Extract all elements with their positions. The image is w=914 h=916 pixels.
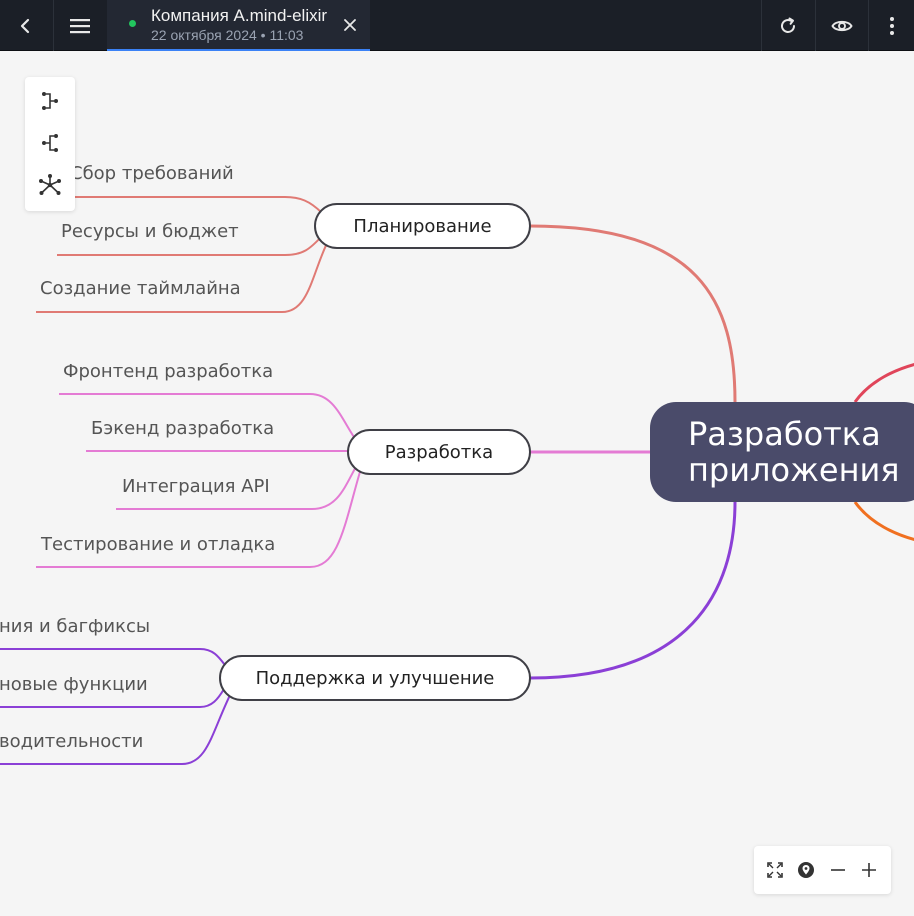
root-node-line2: приложения bbox=[688, 451, 900, 489]
layout-toolbar bbox=[25, 77, 75, 211]
link-root-right-bottom bbox=[853, 501, 914, 541]
menu-button[interactable] bbox=[54, 0, 106, 51]
chevron-left-icon bbox=[20, 18, 30, 33]
divider bbox=[868, 0, 869, 51]
tab-title: Компания A.mind-elixir bbox=[151, 6, 328, 25]
leaf-node[interactable]: водительности bbox=[0, 731, 144, 752]
link-root-planning bbox=[529, 224, 737, 403]
layout-left-button[interactable] bbox=[25, 123, 75, 163]
layout-right-button[interactable] bbox=[25, 81, 75, 121]
zoom-in-icon bbox=[862, 863, 876, 877]
zoom-in-button[interactable] bbox=[854, 846, 884, 894]
leaf-node[interactable]: Фронтенд разработка bbox=[63, 361, 274, 382]
layout-side-button[interactable] bbox=[25, 165, 75, 205]
leaf-node[interactable]: Интеграция API bbox=[122, 476, 270, 497]
back-button[interactable] bbox=[0, 0, 52, 51]
top-bar: Компания A.mind-elixir 22 октября 2024 •… bbox=[0, 0, 914, 51]
root-node-line1: Разработка bbox=[688, 415, 881, 453]
tab-close-button[interactable] bbox=[340, 14, 360, 36]
leaf-node[interactable]: ния и багфиксы bbox=[0, 616, 151, 637]
leaf-node[interactable]: Создание таймлайна bbox=[40, 278, 241, 299]
leaf-node[interactable]: Бэкенд разработка bbox=[91, 418, 275, 439]
layout-side-icon bbox=[39, 174, 61, 195]
link-support-3 bbox=[0, 690, 233, 765]
fullscreen-button[interactable] bbox=[760, 846, 790, 894]
more-button[interactable] bbox=[869, 0, 914, 51]
tab-subtitle: 22 октября 2024 • 11:03 bbox=[151, 27, 304, 43]
layout-right-icon bbox=[42, 92, 58, 110]
eye-icon bbox=[831, 20, 853, 31]
fullscreen-icon bbox=[767, 862, 783, 878]
link-planning-3 bbox=[36, 236, 331, 313]
branch-node-support[interactable]: Поддержка и улучшение bbox=[219, 655, 531, 701]
leaf-node[interactable]: Ресурсы и бюджет bbox=[61, 221, 239, 242]
divider bbox=[53, 0, 54, 51]
close-icon bbox=[344, 19, 356, 31]
hamburger-menu-icon bbox=[70, 18, 90, 33]
root-node[interactable]: Разработка приложения bbox=[650, 402, 914, 502]
link-support-2 bbox=[0, 688, 225, 708]
link-dev-3 bbox=[116, 462, 359, 510]
status-dot bbox=[129, 20, 136, 27]
locate-center-icon bbox=[798, 862, 814, 878]
link-support-1 bbox=[0, 648, 229, 670]
leaf-node[interactable]: Тестирование и отладка bbox=[41, 534, 276, 555]
zoom-toolbar bbox=[754, 846, 891, 894]
document-tab[interactable]: Компания A.mind-elixir 22 октября 2024 •… bbox=[107, 0, 370, 51]
refresh-icon bbox=[781, 17, 795, 33]
mindmap-canvas[interactable]: Разработка приложения Планирование Разра… bbox=[0, 51, 914, 916]
zoom-out-button[interactable] bbox=[823, 846, 853, 894]
link-planning-1 bbox=[72, 196, 323, 214]
branch-node-development[interactable]: Разработка bbox=[347, 429, 531, 475]
leaf-node[interactable]: Сбор требований bbox=[70, 163, 234, 184]
link-root-support bbox=[529, 501, 737, 680]
more-vertical-icon bbox=[889, 16, 894, 35]
link-dev-4 bbox=[36, 464, 363, 568]
divider bbox=[815, 0, 816, 51]
layout-left-icon bbox=[42, 134, 58, 152]
divider bbox=[761, 0, 762, 51]
preview-button[interactable] bbox=[816, 0, 868, 51]
refresh-button[interactable] bbox=[762, 0, 814, 51]
leaf-node[interactable]: новые функции bbox=[0, 674, 148, 695]
zoom-out-icon bbox=[831, 869, 845, 871]
center-button[interactable] bbox=[791, 846, 821, 894]
link-root-right-top bbox=[853, 363, 914, 403]
branch-node-planning[interactable]: Планирование bbox=[314, 203, 531, 249]
